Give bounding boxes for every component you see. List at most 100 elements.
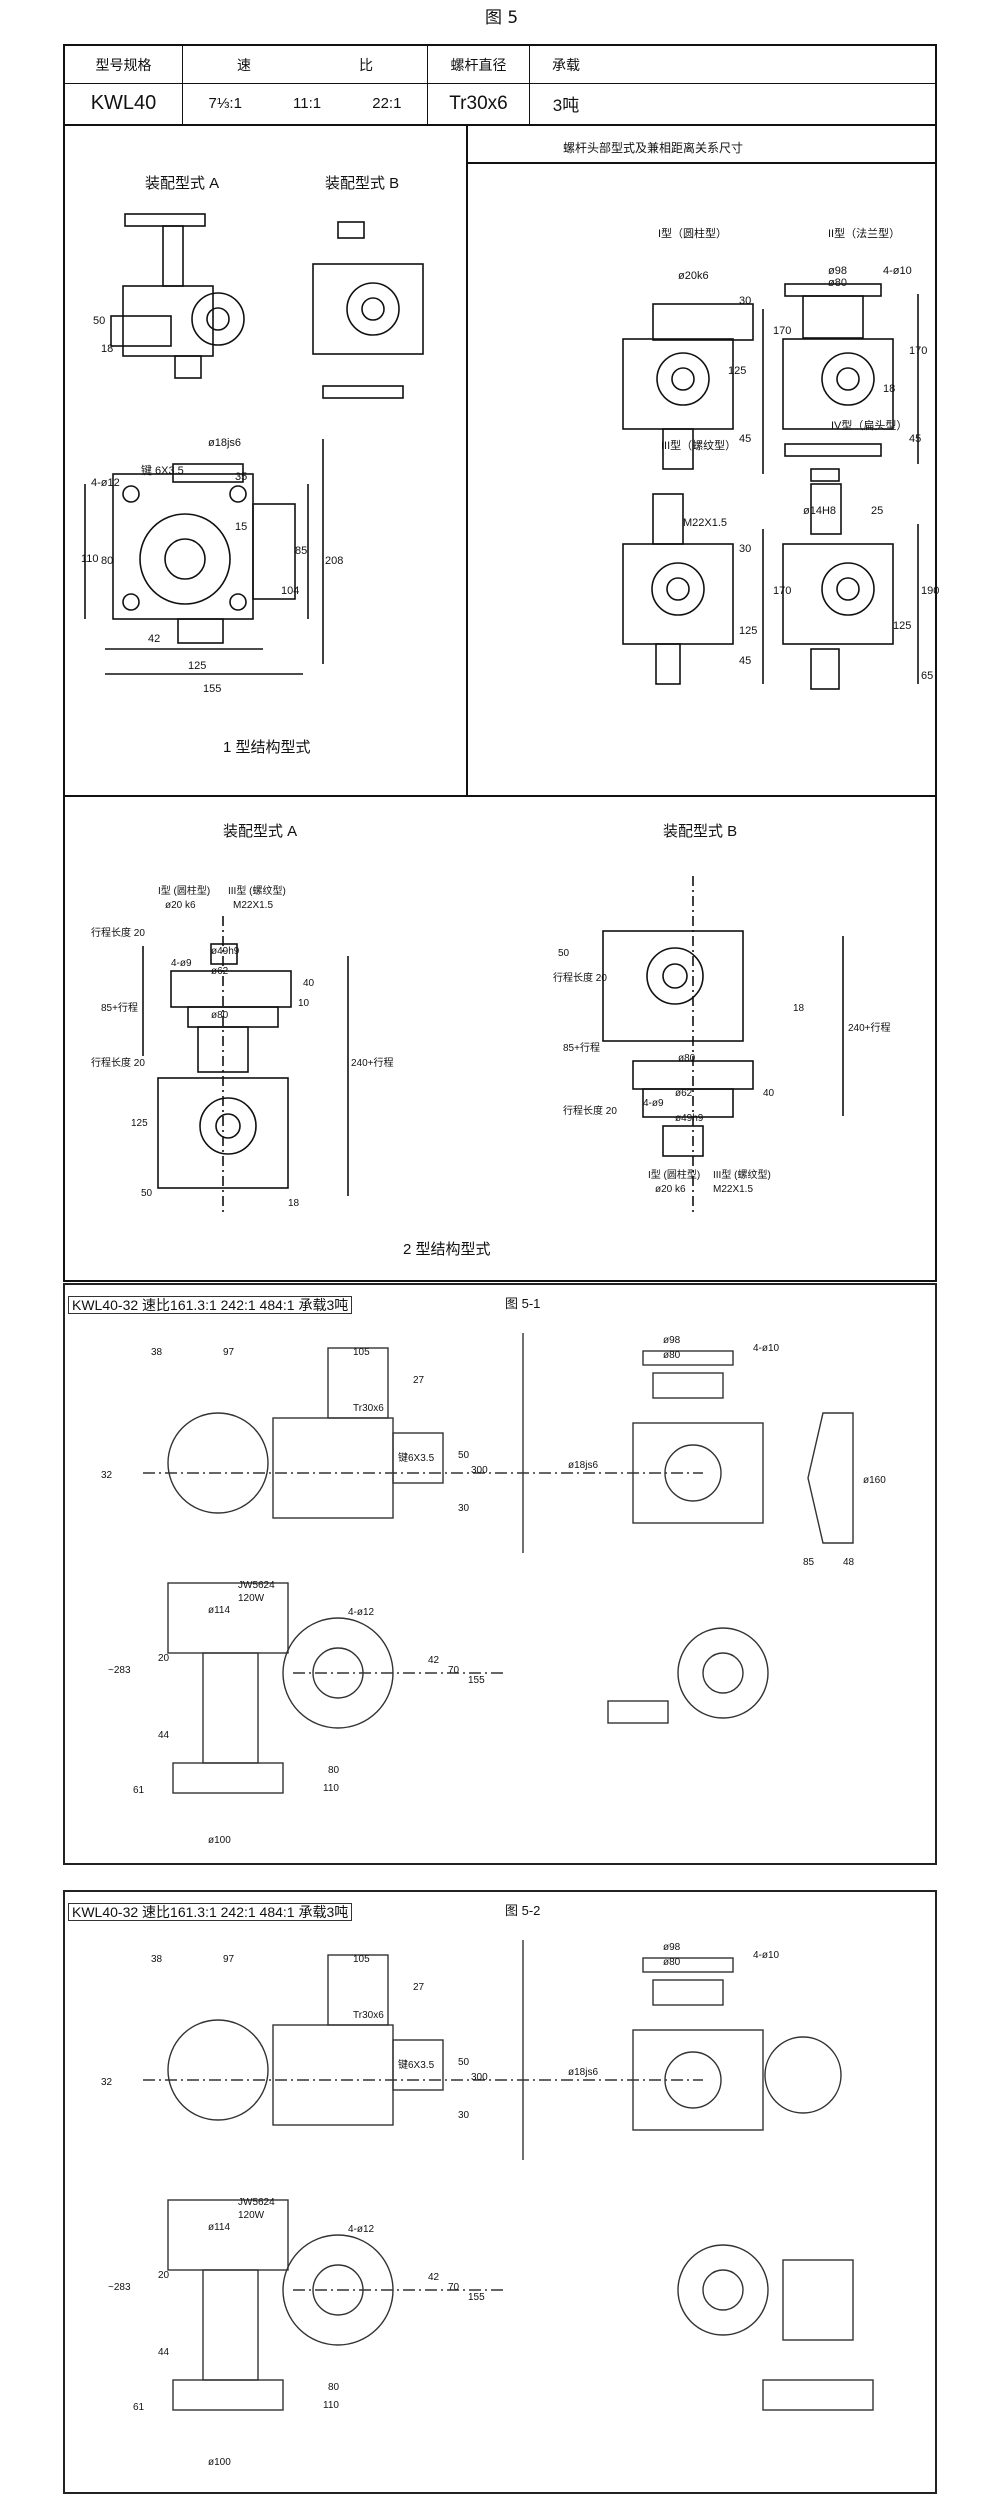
spec-value-row: KWL40 7⅓:1 11:1 22:1 Tr30x6 3吨 (65, 83, 935, 124)
dim-15: 15 (235, 521, 247, 533)
p51-d160: ø160 (863, 1475, 886, 1486)
s2b-h49: ø49h9 (675, 1113, 704, 1124)
p52-n44: 44 (158, 2347, 170, 2358)
p52-right-housing (632, 2029, 764, 2131)
dim-key: 键 6X3.5 (141, 463, 184, 477)
p51-n61: 61 (133, 1785, 145, 1796)
type-3-housing (652, 493, 684, 545)
s2a-top-cap (210, 943, 238, 965)
asm-b-housing (312, 263, 424, 355)
s2b-n85: 85+行程 (563, 1041, 600, 1054)
p51-n50: 50 (458, 1450, 470, 1461)
p51-n110: 110 (323, 1783, 339, 1794)
s2a-n125: 125 (131, 1118, 148, 1129)
p52-n155: 155 (468, 2292, 485, 2303)
asm-a-housing (122, 285, 214, 357)
s2a-n40: 40 (303, 978, 315, 989)
type-4-label: IV型（扁头型） (831, 418, 907, 432)
dim-35: 35 (235, 471, 247, 483)
dim-110: 110 (81, 553, 99, 565)
value-model: KWL40 (65, 83, 183, 124)
s2b-n40: 40 (763, 1088, 775, 1099)
s2a-n18: 18 (288, 1198, 300, 1209)
p51-4d10: 4-ø10 (753, 1343, 780, 1354)
p51-n42: 42 (428, 1655, 440, 1666)
section-1-drawing: 装配型式 A 装配型式 B 1 型结构型式 螺杆头部型式及兼相距离关系尺寸 I型… (81, 140, 939, 756)
dim-holes: 4-ø12 (91, 477, 120, 489)
s2b-housing (602, 930, 744, 1042)
ratio-1: 7⅓:1 (208, 95, 242, 112)
p51-motor-end (167, 1412, 269, 1514)
p51-n32: 32 (101, 1470, 113, 1481)
s2b-n240: 240+行程 (848, 1021, 891, 1034)
s2b-d80: ø80 (678, 1053, 696, 1064)
dim-d98: ø98 (828, 265, 847, 277)
dim-208: 208 (325, 555, 343, 567)
panel-5-1 (63, 1283, 937, 1865)
section-1-caption: 1 型结构型式 (223, 739, 311, 756)
p52-d98: ø98 (663, 1942, 681, 1953)
dim-125: 125 (188, 660, 206, 672)
s2b-t1: I型 (圆柱型) (648, 1168, 700, 1181)
p51-n300: 300 (471, 1465, 488, 1476)
dim-30: 30 (739, 295, 751, 307)
p52-n42: 42 (428, 2272, 440, 2283)
header-load: 承载 (552, 57, 580, 74)
s2a-d80: ø80 (211, 1010, 229, 1021)
s2a-h49: ø49h9 (211, 946, 240, 957)
dim-125a: 125 (728, 365, 746, 377)
p51-d80: ø80 (663, 1350, 681, 1361)
p52-n97: 97 (223, 1954, 235, 1965)
header-ratio-group: 速 比 (183, 46, 428, 83)
dim-104: 104 (281, 585, 299, 597)
panel-5-2 (63, 1890, 937, 2494)
spec-header-row: 型号规格 速 比 螺杆直径 承载 (65, 46, 935, 84)
p51-motor: JW5624 (238, 1580, 275, 1591)
dim-170a: 170 (773, 325, 791, 337)
panel-5-2-title: KWL40-32 速比161.3:1 242:1 484:1 承载3吨 (68, 1903, 353, 1921)
section-divider-h (63, 795, 937, 797)
dim-18b: 18 (883, 383, 895, 395)
section-2-caption: 2 型结构型式 (403, 1241, 491, 1258)
p51-n155: 155 (468, 1675, 485, 1686)
dim-18: 18 (101, 343, 113, 355)
figure-title: 图 5 (485, 8, 519, 28)
s2a-t1: I型 (圆柱型) (158, 884, 210, 897)
dim-30c: 30 (739, 543, 751, 555)
p52-n38: 38 (151, 1954, 163, 1965)
asm-a-handwheel (124, 213, 206, 227)
p52-n32: 32 (101, 2077, 113, 2088)
s2b-d20: ø20 k6 (655, 1184, 686, 1195)
p52-motor (167, 2199, 289, 2271)
dim-170c: 170 (773, 585, 791, 597)
dim-4d10: 4-ø10 (883, 265, 912, 277)
s2b-stroke-top: 行程长度 20 (553, 971, 607, 984)
p52-motor: JW5624 (238, 2197, 275, 2208)
p52-n110: 110 (323, 2400, 339, 2411)
asm-a-label: 装配型式 A (145, 175, 219, 192)
p52-n70: 70 (448, 2282, 460, 2293)
header-model: 型号规格 (65, 46, 183, 83)
p52-n27: 27 (413, 1982, 425, 1993)
s2b-h4: 4-ø9 (643, 1098, 664, 1109)
p52-d80: ø80 (663, 1957, 681, 1968)
s2a-h4: 4-ø9 (171, 958, 192, 969)
dim-170b: 170 (909, 345, 927, 357)
p51-d114: ø114 (208, 1605, 230, 1616)
p52-n105: 105 (353, 1954, 370, 1965)
dim-25: 25 (871, 505, 883, 517)
p51-4d12: 4-ø12 (348, 1607, 375, 1618)
dim-d80: ø80 (828, 277, 847, 289)
type-4-housing (810, 468, 840, 482)
s2a-n50: 50 (141, 1188, 153, 1199)
type-1-label: I型（圆柱型） (658, 226, 727, 240)
panel-5-1-drawing: 38 97 105 27 Tr30x6 键6X3.5 32 50 300 30 … (101, 1333, 886, 1846)
dim-45a: 45 (739, 433, 751, 445)
s2b-t3: III型 (螺纹型) (713, 1168, 771, 1181)
p51-d100: ø100 (208, 1835, 231, 1846)
p52-tr: Tr30x6 (353, 2010, 384, 2021)
dim-155: 155 (203, 683, 221, 695)
p52-n300: 300 (471, 2072, 488, 2083)
panel-5-2-drawing: 38 97 105 27 Tr30x6 键6X3.5 32 50 300 30 … (101, 1940, 874, 2468)
asm-b-label: 装配型式 B (325, 175, 399, 192)
